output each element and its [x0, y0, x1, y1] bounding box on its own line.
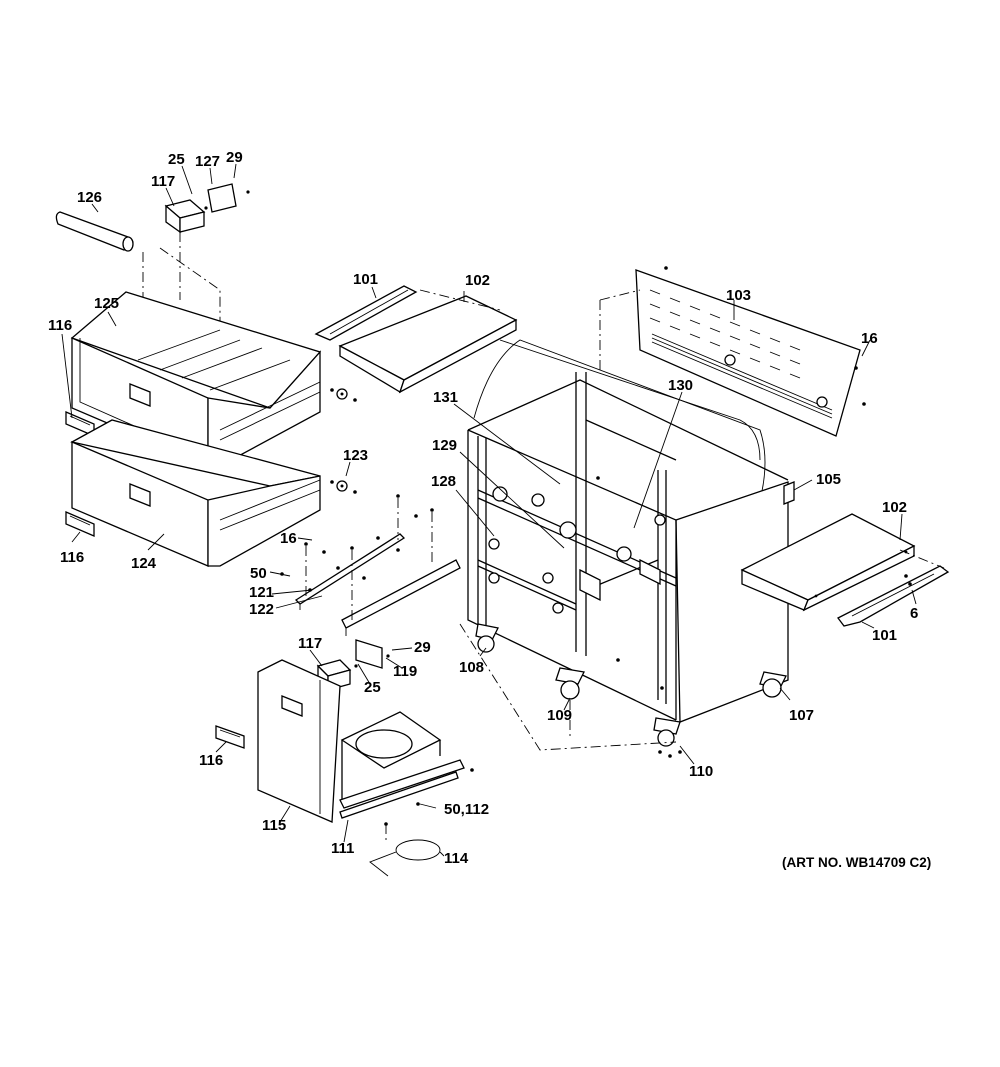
bracket-117-top: [164, 199, 206, 234]
cable-114: [369, 839, 441, 877]
label-25-lower: 25: [364, 679, 381, 696]
label-29-top: 29: [226, 149, 243, 166]
pull-116-lower: [215, 725, 245, 749]
label-101-right: 101: [872, 627, 897, 644]
label-122: 122: [249, 601, 274, 618]
caster-108: [475, 623, 499, 653]
label-116-lower: 116: [199, 752, 223, 769]
label-29-lower: 29: [414, 639, 431, 656]
side-shelf-102-right: [740, 513, 916, 612]
drawer-slide-122: [341, 559, 461, 636]
slide-111: [339, 759, 465, 819]
plate-127: [207, 183, 237, 213]
label-129: 129: [432, 437, 457, 454]
drawer-slide-121: [294, 533, 406, 610]
plate-119: [355, 639, 383, 669]
label-130: 130: [668, 377, 693, 394]
label-114: 114: [444, 850, 469, 867]
handle-rod-126: [55, 211, 134, 252]
label-16-right: 16: [861, 330, 878, 347]
part-labels: 126 25 127 29 117 101 102 103 16 125 116…: [48, 149, 931, 870]
label-50-112: 50,112: [444, 801, 489, 818]
label-110: 110: [689, 763, 713, 780]
label-101-top: 101: [353, 271, 378, 288]
pull-116-middle: [65, 511, 95, 537]
label-121: 121: [249, 584, 274, 601]
label-131: 131: [433, 389, 458, 406]
label-6: 6: [910, 605, 918, 622]
caster-109: [555, 667, 585, 700]
label-111: 111: [331, 840, 354, 857]
label-124: 124: [131, 555, 157, 572]
label-127: 127: [195, 153, 220, 170]
handle-101-right: [837, 565, 950, 627]
label-103: 103: [726, 287, 751, 304]
caster-110: [653, 717, 682, 758]
grill-cart-frame: [467, 339, 789, 723]
label-16-left: 16: [280, 530, 297, 547]
handle-101-top: [314, 285, 418, 341]
label-105: 105: [816, 471, 841, 488]
label-123: 123: [343, 447, 368, 464]
label-50: 50: [250, 565, 267, 582]
label-116-middle: 116: [60, 549, 84, 566]
label-109: 109: [547, 707, 572, 724]
label-115: 115: [262, 817, 286, 834]
label-125: 125: [94, 295, 119, 312]
art-number: (ART NO. WB14709 C2): [782, 855, 931, 870]
leader-lines: [61, 163, 917, 857]
caster-107: [759, 671, 787, 698]
label-108: 108: [459, 659, 484, 676]
label-116-upper: 116: [48, 317, 72, 334]
label-119: 119: [393, 663, 417, 680]
label-107: 107: [789, 707, 814, 724]
side-shelf-102-top: [338, 295, 518, 394]
label-102-top: 102: [465, 272, 490, 289]
label-117-top: 117: [151, 173, 175, 190]
hook-105: [783, 481, 795, 505]
label-128: 128: [431, 473, 456, 490]
label-102-right: 102: [882, 499, 907, 516]
door-115: [257, 659, 341, 823]
label-126: 126: [77, 189, 102, 206]
drawer-125: [70, 291, 322, 467]
back-panel-103: [635, 269, 861, 437]
drawer-124: [70, 419, 321, 567]
cabinet-floor: [340, 711, 442, 800]
label-117-lower: 117: [298, 635, 322, 652]
label-25-top: 25: [168, 151, 185, 168]
